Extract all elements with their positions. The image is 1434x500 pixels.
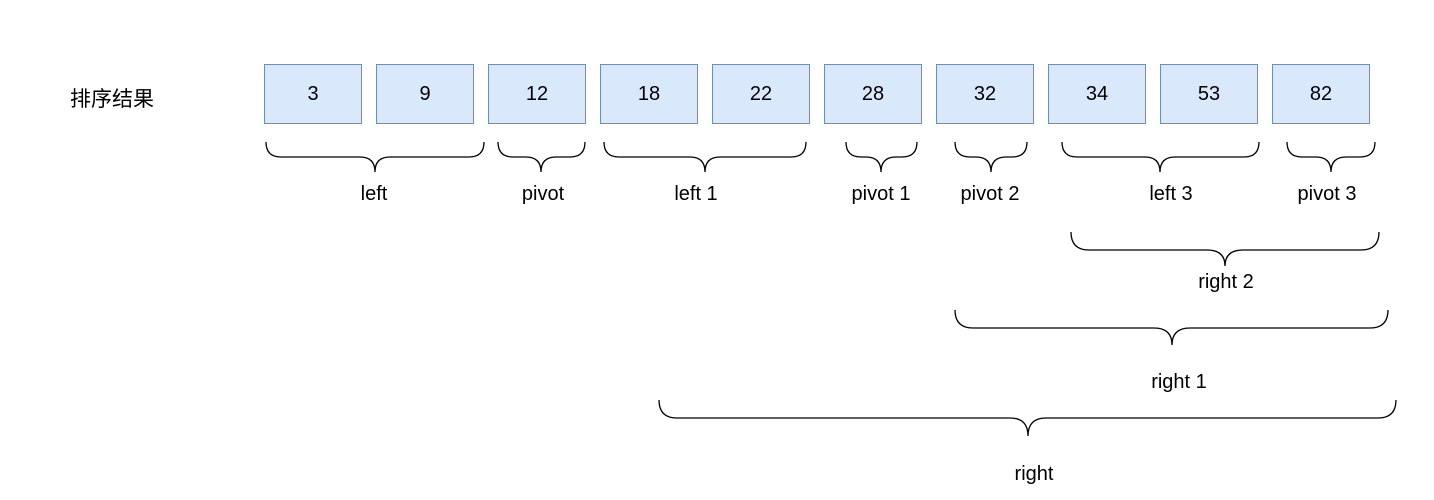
brace-left-3 (1061, 141, 1260, 173)
brace-label-pivot-2: pivot 2 (960, 183, 1020, 205)
cell-7: 34 (1048, 64, 1146, 124)
brace-label-left-1: left 1 (674, 183, 718, 205)
brace-label-left-3: left 3 (1149, 183, 1193, 205)
cell-2: 12 (488, 64, 586, 124)
brace-label-right-1: right 1 (1151, 371, 1207, 393)
cell-0: 3 (264, 64, 362, 124)
cell-3: 18 (600, 64, 698, 124)
cell-1: 9 (376, 64, 474, 124)
cell-9: 82 (1272, 64, 1370, 124)
cell-5: 28 (824, 64, 922, 124)
cell-8: 53 (1160, 64, 1258, 124)
brace-left (265, 141, 485, 173)
row-label: 排序结果 (70, 88, 154, 111)
brace-pivot-3 (1286, 141, 1376, 173)
cell-4: 22 (712, 64, 810, 124)
brace-pivot-1 (845, 141, 918, 173)
brace-label-pivot-3: pivot 3 (1297, 183, 1357, 205)
brace-label-right-2: right 2 (1198, 271, 1254, 293)
brace-left-1 (603, 141, 807, 173)
brace-label-pivot-1: pivot 1 (851, 183, 911, 205)
brace-right-2 (1070, 231, 1380, 267)
cell-6: 32 (936, 64, 1034, 124)
brace-label-left: left (360, 183, 388, 205)
brace-pivot (497, 141, 586, 173)
brace-label-pivot: pivot (521, 183, 565, 205)
brace-pivot-2 (954, 141, 1028, 173)
brace-right (658, 399, 1397, 437)
brace-right-1 (954, 309, 1389, 346)
brace-label-right: right (1014, 463, 1054, 485)
